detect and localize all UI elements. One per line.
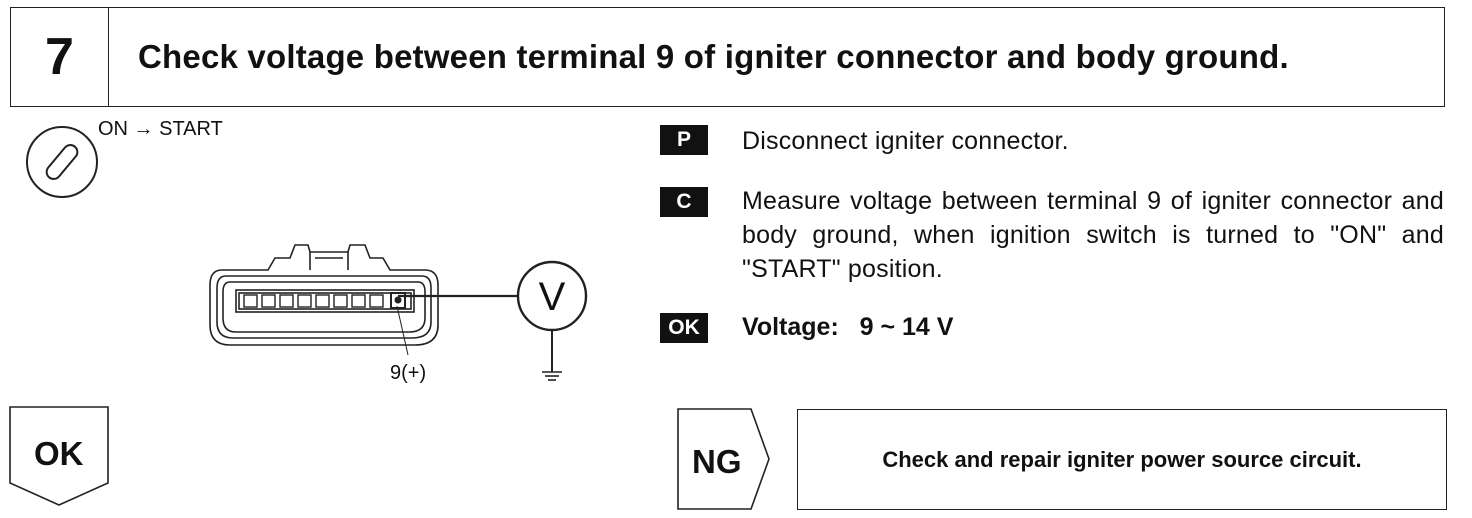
badge-ok: OK: [660, 313, 708, 343]
ok-result-arrow: [9, 406, 109, 506]
badge-check: C: [660, 187, 708, 217]
pin-leader: [396, 305, 409, 356]
ignition-key-icon: [26, 126, 98, 198]
ng-result-label: NG: [692, 443, 742, 480]
instruction-check: Measure voltage between terminal 9 of ig…: [742, 187, 1444, 283]
pin-label: 9(+): [390, 362, 427, 384]
ok-result-label: OK: [34, 435, 84, 472]
voltmeter-symbol: V: [539, 275, 566, 319]
spec-label: Voltage:: [742, 313, 839, 341]
spec-value: 9 ~ 14 V: [859, 313, 954, 341]
ground-icon: [542, 371, 562, 381]
ng-action-box: Check and repair igniter power source ci…: [797, 409, 1447, 510]
voltmeter-icon: V: [516, 260, 588, 372]
step-title: Check voltage between terminal 9 of igni…: [138, 38, 1289, 75]
ignition-position-label: ON → START: [98, 118, 223, 140]
terminal-row: [243, 292, 406, 309]
step-number: 7: [11, 8, 109, 106]
ng-action-text: Check and repair igniter power source ci…: [882, 446, 1362, 472]
instruction-prepare: Disconnect igniter connector.: [742, 127, 1069, 155]
ng-result-arrow: [677, 408, 770, 510]
connector-diagram: V: [209, 244, 588, 381]
spec-line: Voltage: 9 ~ 14 V: [742, 313, 953, 342]
step-header: 7 Check voltage between terminal 9 of ig…: [10, 7, 1445, 107]
connector-housing: [209, 244, 439, 346]
terminal-9-probe: [394, 296, 402, 304]
badge-prepare: P: [660, 125, 708, 155]
